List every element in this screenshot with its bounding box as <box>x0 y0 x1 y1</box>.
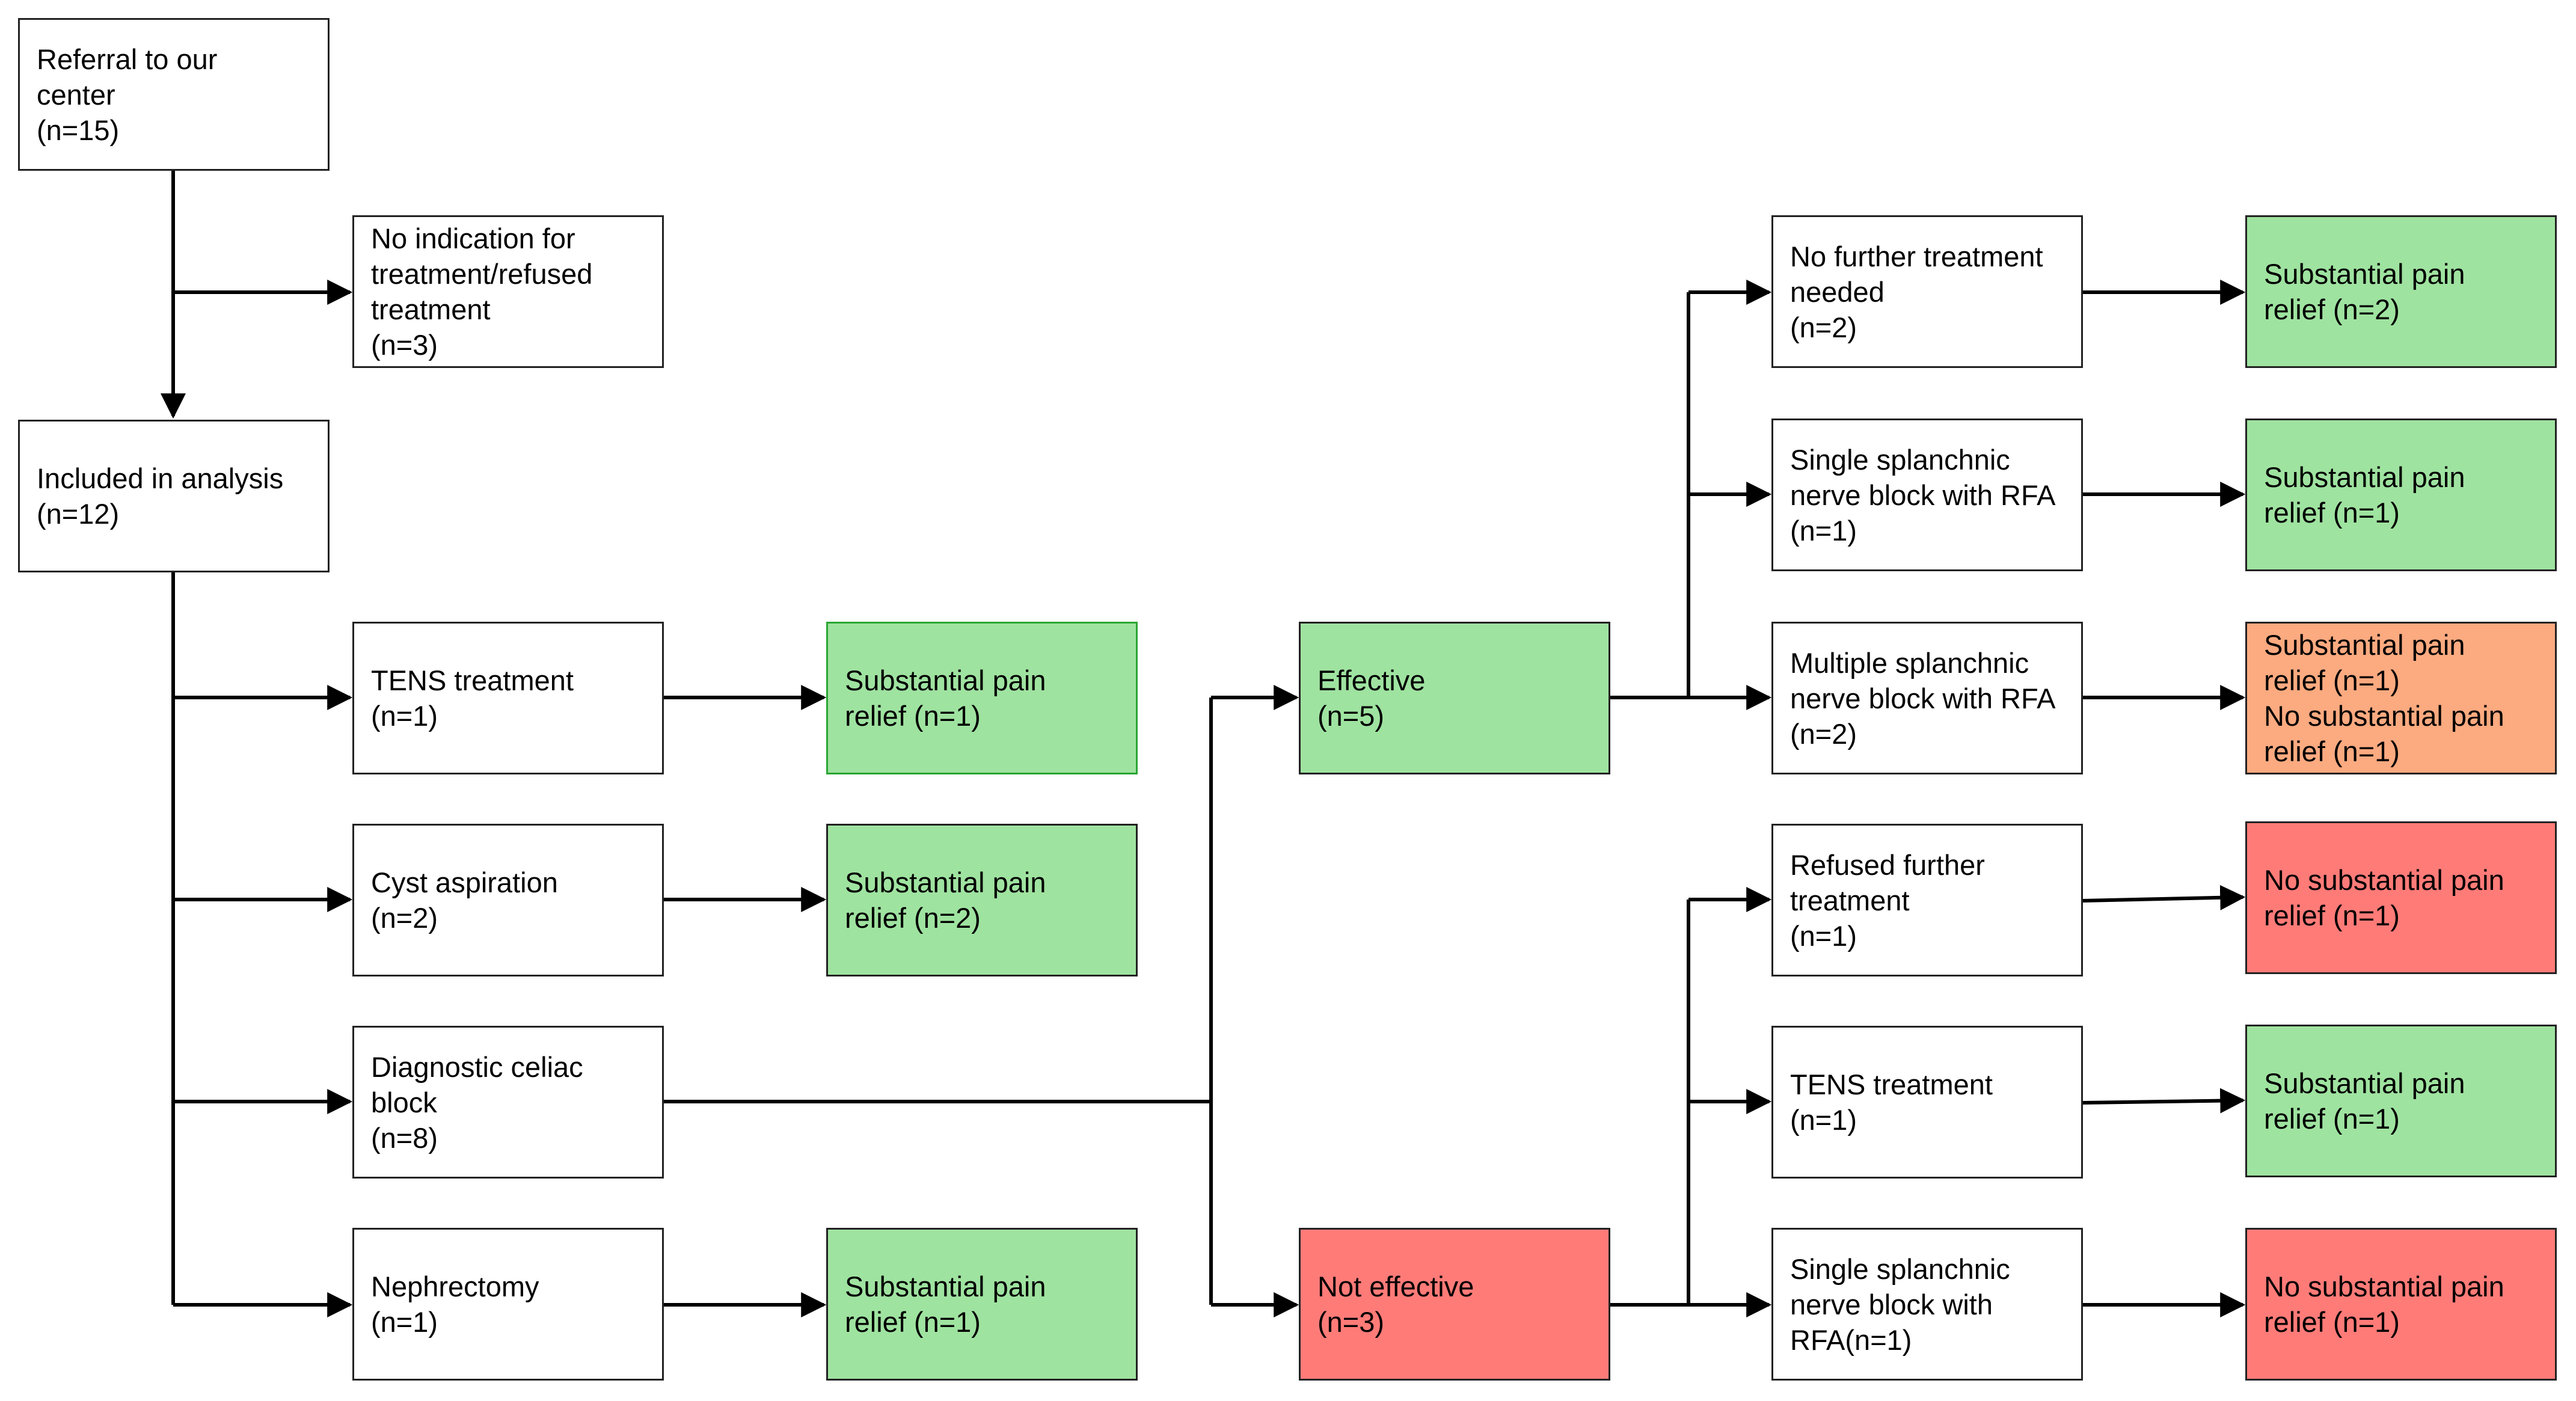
node-tens2-result-label: Substantial pain relief (n=1) <box>2264 1067 2465 1135</box>
node-multiple-rfa-result-label: Substantial pain relief (n=1) No substan… <box>2264 629 2504 767</box>
node-single-rfa-label: Single splanchnic nerve block with RFA (… <box>1790 443 2056 547</box>
node-no-indication: No indication for treatment/refused trea… <box>352 215 664 368</box>
node-no-further-result: Substantial pain relief (n=2) <box>2245 215 2557 368</box>
node-single-rfa: Single splanchnic nerve block with RFA (… <box>1771 418 2083 571</box>
node-multiple-rfa-label: Multiple splanchnic nerve block with RFA… <box>1790 646 2056 750</box>
node-tens-label: TENS treatment (n=1) <box>371 664 574 732</box>
node-cyst-result-label: Substantial pain relief (n=2) <box>845 866 1046 934</box>
node-referral: Referral to our center (n=15) <box>18 18 330 171</box>
node-refused-label: Refused further treatment (n=1) <box>1790 848 1985 952</box>
node-not-effective: Not effective (n=3) <box>1299 1228 1610 1381</box>
node-effective: Effective (n=5) <box>1299 622 1610 774</box>
node-tens2-label: TENS treatment (n=1) <box>1790 1068 1993 1136</box>
node-single-rfa2-result: No substantial pain relief (n=1) <box>2245 1228 2557 1381</box>
node-nephrectomy: Nephrectomy (n=1) <box>352 1228 664 1381</box>
node-single-rfa2-result-label: No substantial pain relief (n=1) <box>2264 1271 2504 1338</box>
node-cyst-result: Substantial pain relief (n=2) <box>826 824 1138 976</box>
node-effective-label: Effective (n=5) <box>1317 664 1426 732</box>
node-no-further-label: No further treatment needed (n=2) <box>1790 240 2043 343</box>
connector-tens2-result <box>2082 1088 2246 1114</box>
node-nephrectomy-label: Nephrectomy (n=1) <box>371 1271 539 1338</box>
node-multiple-rfa-result: Substantial pain relief (n=1) No substan… <box>2245 622 2557 774</box>
node-tens2: TENS treatment (n=1) <box>1771 1026 2083 1179</box>
node-refused-result-label: No substantial pain relief (n=1) <box>2264 864 2504 931</box>
node-single-rfa-result: Substantial pain relief (n=1) <box>2245 418 2557 571</box>
node-tens2-result: Substantial pain relief (n=1) <box>2245 1025 2557 1177</box>
node-tens-result: Substantial pain relief (n=1) <box>826 622 1138 774</box>
node-included-label: Included in analysis (n=12) <box>37 462 284 530</box>
node-tens-result-label: Substantial pain relief (n=1) <box>845 664 1046 732</box>
node-single-rfa-result-label: Substantial pain relief (n=1) <box>2264 461 2465 529</box>
node-not-effective-label: Not effective (n=3) <box>1317 1271 1474 1338</box>
connector-refused-result <box>2082 884 2246 910</box>
node-nephrectomy-result-label: Substantial pain relief (n=1) <box>845 1271 1046 1338</box>
node-celiac-label: Diagnostic celiac block (n=8) <box>371 1050 583 1154</box>
node-tens: TENS treatment (n=1) <box>352 622 664 774</box>
node-cyst-label: Cyst aspiration (n=2) <box>371 866 558 934</box>
node-refused-result: No substantial pain relief (n=1) <box>2245 821 2557 974</box>
node-no-indication-label: No indication for treatment/refused trea… <box>371 222 593 361</box>
node-single-rfa2-label: Single splanchnic nerve block with RFA(n… <box>1790 1252 2010 1356</box>
node-nephrectomy-result: Substantial pain relief (n=1) <box>826 1228 1138 1381</box>
node-included: Included in analysis (n=12) <box>18 420 330 572</box>
node-celiac: Diagnostic celiac block (n=8) <box>352 1026 664 1179</box>
node-refused: Refused further treatment (n=1) <box>1771 824 2083 976</box>
node-referral-label: Referral to our center (n=15) <box>37 43 218 146</box>
node-no-further-result-label: Substantial pain relief (n=2) <box>2264 258 2465 325</box>
node-single-rfa2: Single splanchnic nerve block with RFA(n… <box>1771 1228 2083 1381</box>
node-multiple-rfa: Multiple splanchnic nerve block with RFA… <box>1771 622 2083 774</box>
node-no-further: No further treatment needed (n=2) <box>1771 215 2083 368</box>
node-cyst: Cyst aspiration (n=2) <box>352 824 664 976</box>
